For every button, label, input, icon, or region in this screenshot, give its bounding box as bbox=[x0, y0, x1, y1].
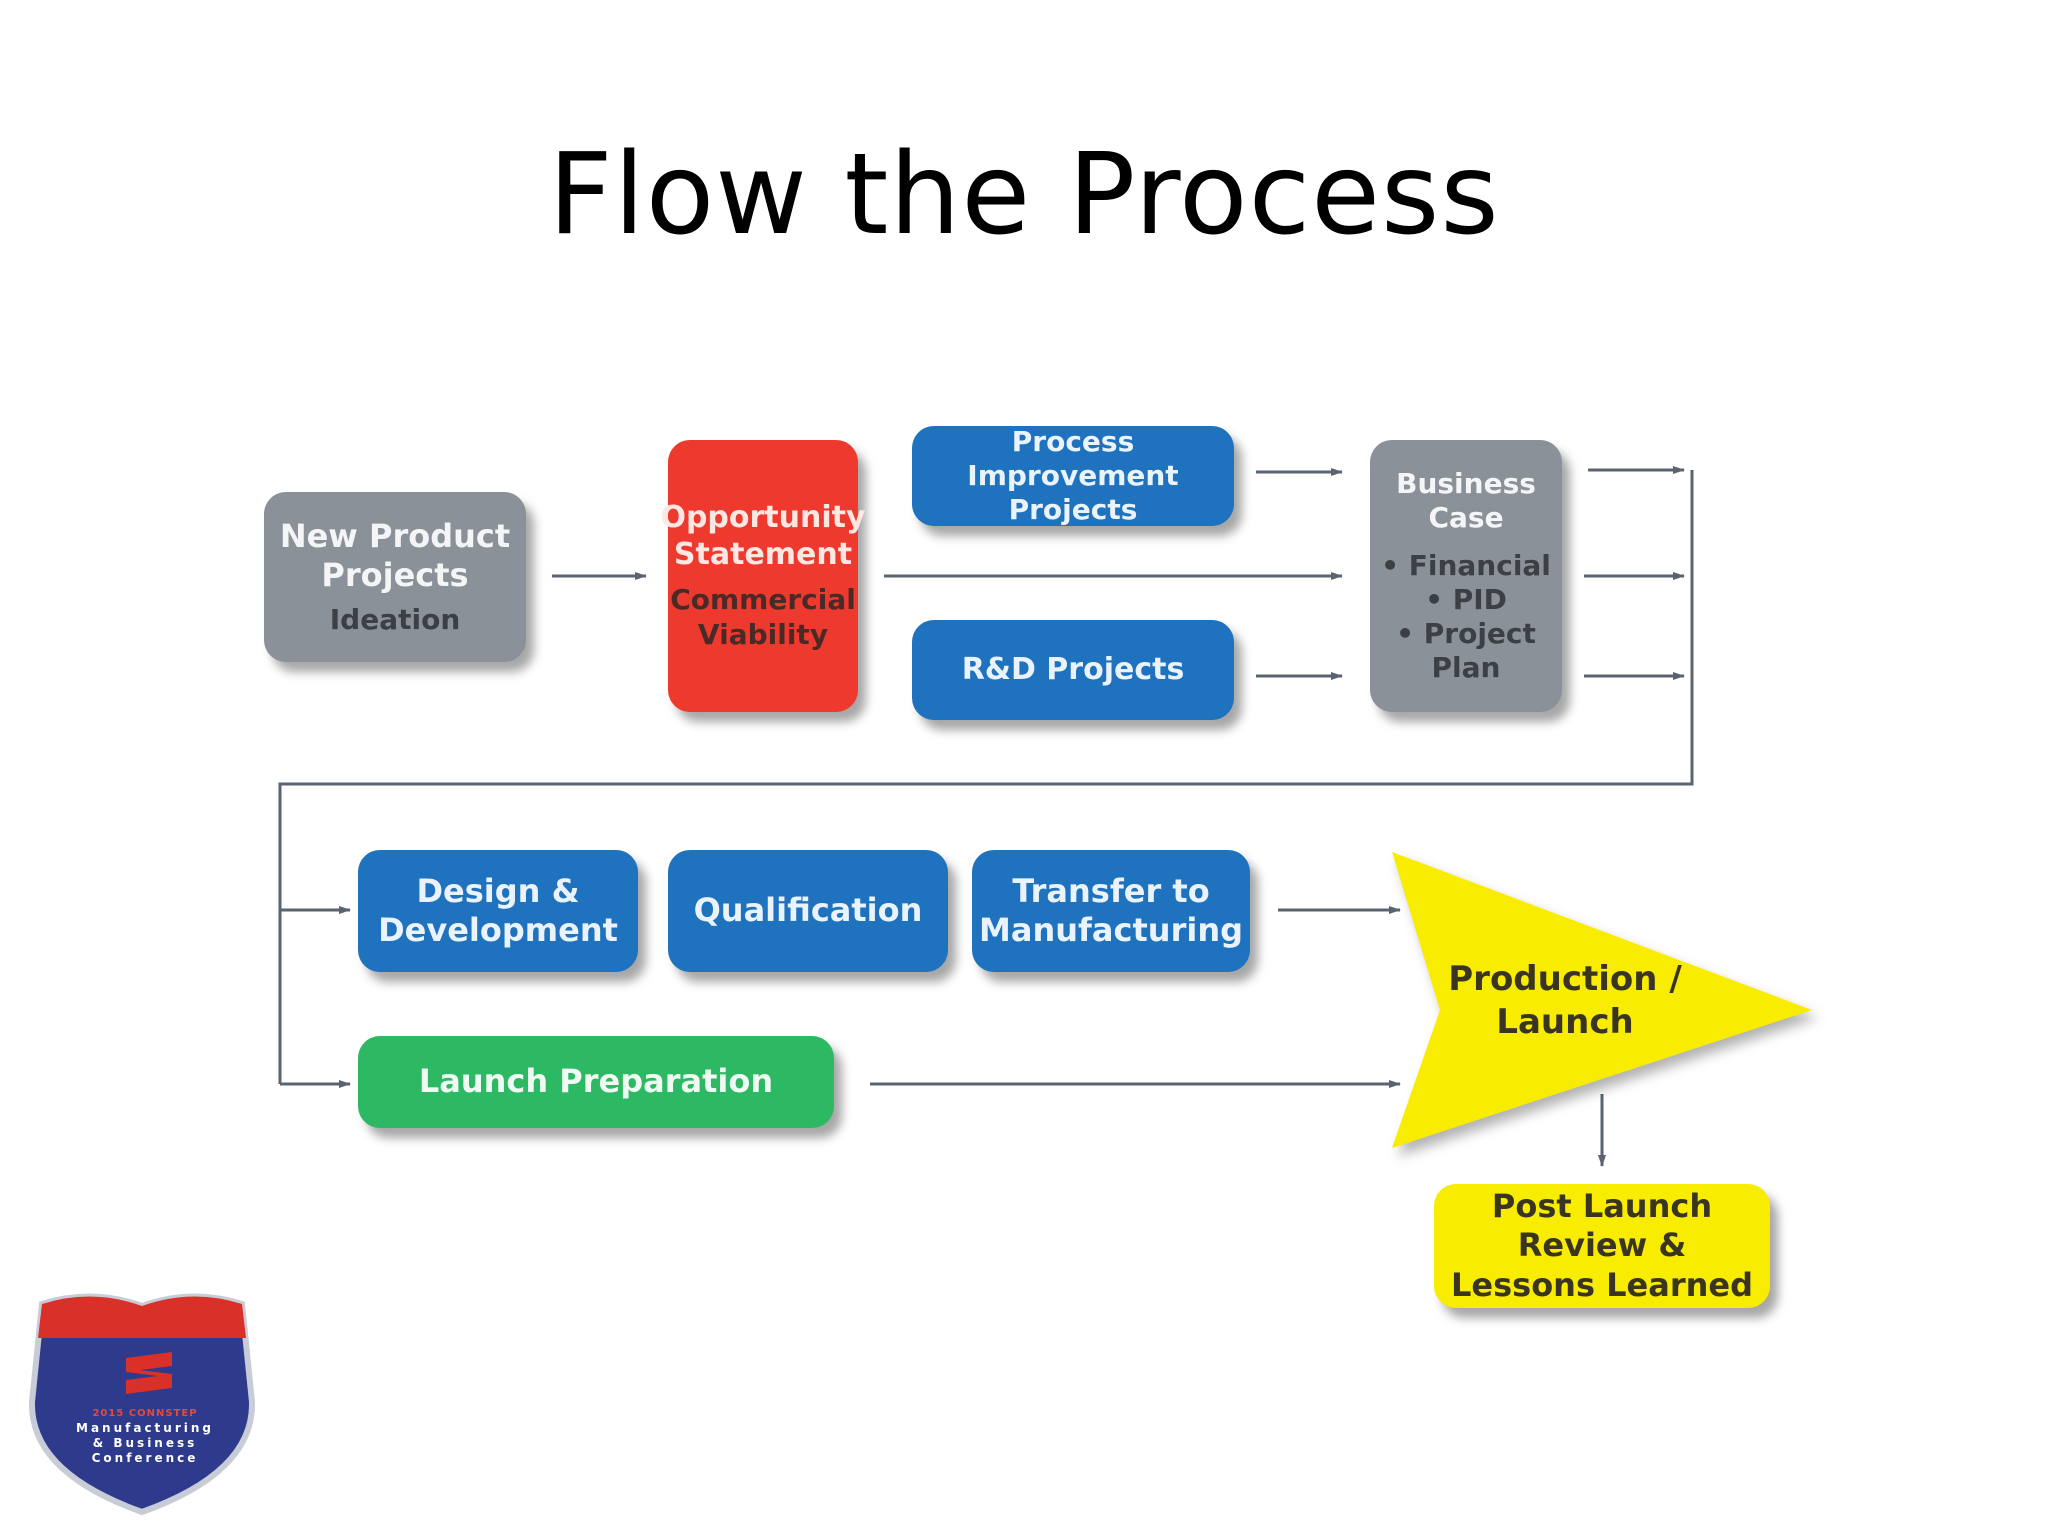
logo-line-1: 2015 CONNSTEP bbox=[92, 1408, 198, 1419]
qualification-label: Qualification bbox=[693, 891, 923, 930]
post-launch-review-label: Post Launch Review & Lessons Learned bbox=[1451, 1187, 1753, 1304]
logo-line-2: Manufacturing bbox=[76, 1420, 214, 1435]
launch-preparation-label: Launch Preparation bbox=[418, 1062, 774, 1101]
opportunity-statement-box: Opportunity Statement Commercial Viabili… bbox=[660, 440, 866, 712]
process-improvement-label: Process Improvement Projects bbox=[967, 424, 1179, 527]
new-product-projects-box: New Product Projects Ideation bbox=[264, 492, 526, 662]
transfer-to-manufacturing-label: Transfer to Manufacturing bbox=[979, 871, 1243, 949]
logo-line-4: Conference bbox=[91, 1450, 199, 1465]
new-product-projects-label: New Product Projects bbox=[279, 516, 511, 594]
transfer-to-manufacturing-box: Transfer to Manufacturing bbox=[972, 850, 1250, 972]
design-development-label: Design & Development bbox=[378, 871, 618, 949]
logo-mark-icon bbox=[126, 1352, 172, 1394]
production-launch-label: Production / Launch bbox=[1448, 959, 1682, 1042]
logo-line-3: & Business bbox=[92, 1435, 198, 1450]
business-case-box: Business Case Financial PID Project Plan bbox=[1370, 440, 1562, 712]
launch-preparation-box: Launch Preparation bbox=[358, 1036, 834, 1128]
bullet-financial: Financial bbox=[1381, 549, 1551, 583]
ideation-label: Ideation bbox=[329, 602, 461, 636]
production-launch-arrow-shape bbox=[1392, 852, 1812, 1148]
rd-projects-label: R&D Projects bbox=[961, 651, 1185, 687]
business-case-label: Business Case bbox=[1396, 466, 1536, 534]
design-development-box: Design & Development bbox=[358, 850, 638, 972]
opportunity-statement-label: Opportunity Statement bbox=[660, 500, 866, 572]
post-launch-review-box: Post Launch Review & Lessons Learned bbox=[1434, 1184, 1770, 1308]
bullet-project-plan: Project Plan bbox=[1370, 617, 1562, 685]
return-connector bbox=[278, 470, 1694, 1084]
process-improvement-box: Process Improvement Projects bbox=[912, 424, 1234, 527]
bullet-pid: PID bbox=[1425, 583, 1507, 617]
commercial-viability-label: Commercial Viability bbox=[670, 583, 856, 651]
conference-logo bbox=[28, 1293, 256, 1516]
slide-title: Flow the Process bbox=[548, 130, 1500, 260]
logo-text: 2015 CONNSTEP Manufacturing & Business C… bbox=[60, 1408, 230, 1466]
qualification-box: Qualification bbox=[668, 850, 948, 972]
rd-projects-box: R&D Projects bbox=[912, 620, 1234, 720]
